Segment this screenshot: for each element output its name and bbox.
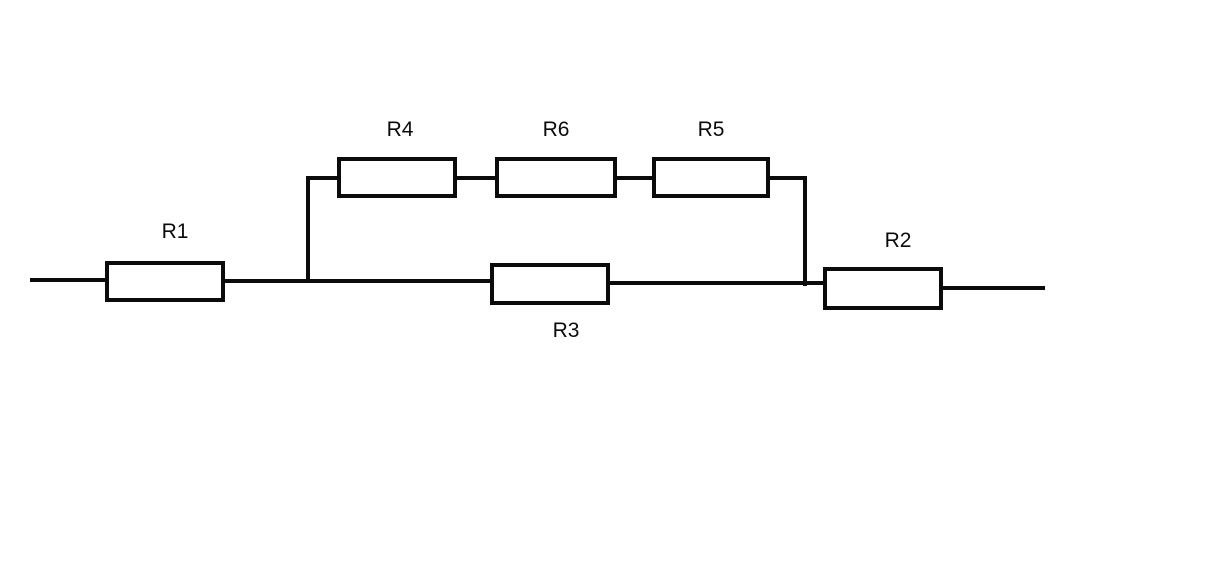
wire-r1-to-junction bbox=[223, 279, 494, 283]
resistor-label-r2: R2 bbox=[884, 229, 912, 252]
resistor-r1 bbox=[105, 261, 225, 302]
wire-right-lead bbox=[941, 286, 1045, 290]
wire-r5-to-branch bbox=[768, 176, 807, 180]
wire-left-branch-vertical bbox=[306, 176, 310, 283]
resistor-label-r3: R3 bbox=[552, 319, 580, 342]
resistor-label-r4: R4 bbox=[386, 118, 414, 141]
resistor-r3 bbox=[490, 263, 610, 305]
resistor-r4 bbox=[337, 157, 457, 198]
wire-r3-to-r2 bbox=[608, 281, 826, 285]
resistor-r5 bbox=[652, 157, 770, 198]
wire-junction-to-r4 bbox=[306, 176, 340, 180]
wire-left-lead bbox=[30, 278, 108, 282]
resistor-label-r5: R5 bbox=[697, 118, 725, 141]
resistor-label-r6: R6 bbox=[542, 118, 570, 141]
resistor-label-r1: R1 bbox=[161, 220, 189, 243]
wire-r6-to-r5 bbox=[615, 176, 655, 180]
wire-r4-to-r6 bbox=[455, 176, 498, 180]
resistor-r2 bbox=[823, 267, 943, 310]
resistor-r6 bbox=[495, 157, 617, 198]
wire-right-branch-vertical bbox=[803, 176, 807, 286]
